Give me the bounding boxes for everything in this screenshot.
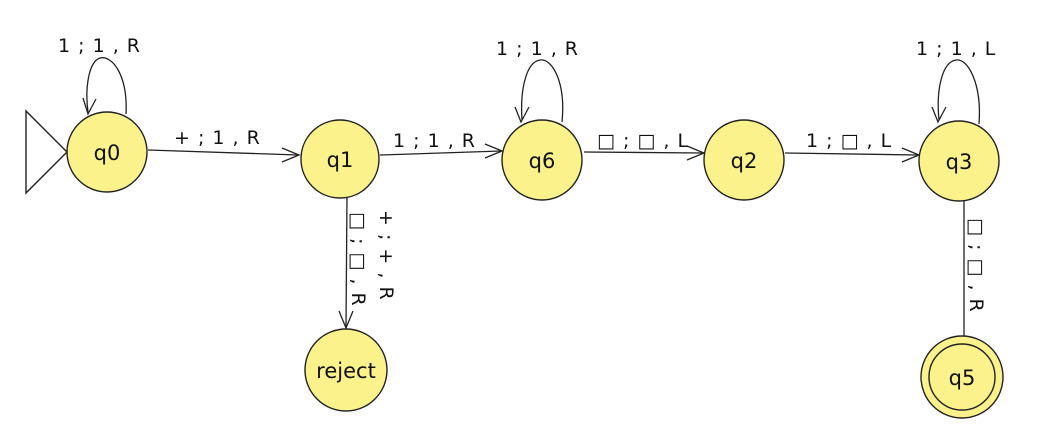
edge-q3-self-loop-arrowhead — [931, 106, 947, 124]
edge-label-q0-q1: + ; 1 , R — [174, 127, 261, 149]
state-q2[interactable]: q2 — [703, 119, 785, 201]
state-label-reject: reject — [316, 359, 376, 383]
edge-q3-self-loop — [937, 59, 981, 125]
state-label-q0: q0 — [94, 141, 121, 165]
edge-label-q1-reject-blank: □ ; □ , R — [347, 212, 369, 307]
edge-q6-q2 — [583, 151, 704, 154]
edge-label-q3-q5: □ ; □ , R — [965, 218, 987, 313]
edge-q6-self-loop — [520, 59, 564, 123]
state-q3[interactable]: q3 — [918, 120, 1000, 202]
state-q0[interactable]: q0 — [66, 111, 148, 193]
accept-state-inner-ring — [928, 343, 996, 411]
edge-q6-self-loop-arrowhead — [514, 106, 530, 124]
state-label-q5: q5 — [949, 366, 976, 390]
state-label-q3: q3 — [946, 150, 973, 174]
edge-q1-reject-arrowhead — [338, 310, 354, 330]
edge-q0-self-loop-arrowhead — [82, 97, 97, 116]
edge-label-q3-q3: 1 ; 1 , L — [916, 38, 996, 60]
state-q6[interactable]: q6 — [501, 119, 583, 201]
edge-q2-q3 — [784, 152, 919, 156]
state-reject[interactable]: reject — [304, 328, 388, 412]
state-label-q6: q6 — [529, 149, 556, 173]
edge-q0-q1-arrowhead — [281, 147, 301, 163]
edge-label-q1-q6: 1 ; 1 , R — [393, 130, 476, 152]
edge-label-q6-q2: □ ; □ , L — [597, 130, 689, 152]
start-state-marker — [25, 109, 68, 195]
edge-q0-q1 — [147, 149, 299, 156]
state-label-q1: q1 — [327, 148, 354, 172]
edge-q0-self-loop — [86, 57, 127, 115]
edge-q1-q6 — [379, 150, 502, 156]
edge-label-q2-q3: 1 ; □ , L — [806, 130, 892, 152]
edge-label-q0-q0: 1 ; 1 , R — [58, 35, 141, 57]
edge-label-q6-q6: 1 ; 1 , R — [496, 38, 579, 60]
edge-q1-reject — [345, 194, 348, 328]
state-label-q2: q2 — [731, 149, 758, 173]
edge-q1-q6-arrowhead — [484, 143, 504, 159]
state-q1[interactable]: q1 — [300, 119, 380, 199]
edge-label-q1-reject-plus: + ; + , R — [375, 210, 397, 301]
state-q5-accept[interactable]: q5 — [920, 335, 1004, 419]
